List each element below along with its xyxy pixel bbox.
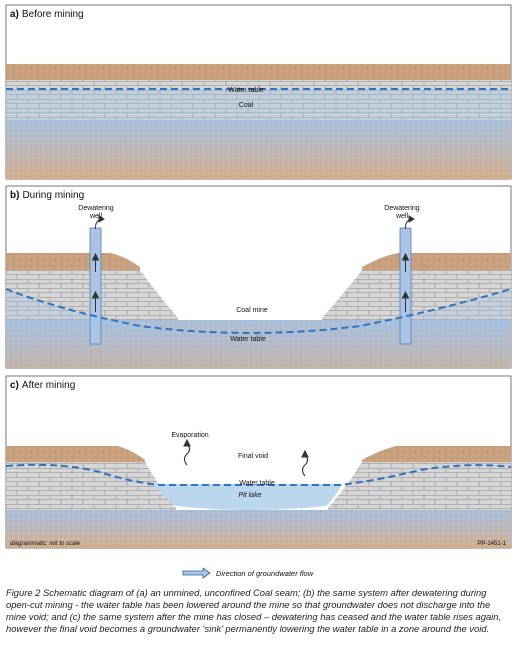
- panel-b-water-table-line: [6, 288, 511, 334]
- panel-b-letter: b): [10, 190, 19, 201]
- groundwater-flow-arrow-icon: [182, 567, 211, 579]
- panel-b-title: During mining: [22, 190, 84, 201]
- panel-b-well-right-label-2: well: [395, 213, 409, 220]
- panel-c-water-table-line: [6, 463, 511, 486]
- panel-b-well-left-arrows: [91, 215, 105, 312]
- panel-a-coal-label: Coal: [239, 102, 254, 109]
- panel-b-topsoil-right: [362, 253, 511, 270]
- panel-b-well-right-arrows: [401, 215, 415, 312]
- panel-c-final-void-label: Final void: [238, 453, 268, 460]
- legend-label: Direction of groundwater flow: [216, 569, 314, 578]
- panel-b: b)During mining Dewatering well Dewateri…: [5, 185, 512, 369]
- panel-b-well-left-label-1: Dewatering: [78, 205, 114, 212]
- figure-code: PP-1451-1: [477, 541, 506, 547]
- panel-a-title: Before mining: [22, 9, 84, 20]
- svg-text:a)Before mining: a)Before mining: [10, 9, 84, 20]
- panel-a-coal-seam: [6, 80, 511, 120]
- panel-a-saturated-zone: [6, 89, 511, 120]
- panel-c: c)After mining Evaporation Final void Wa…: [5, 375, 512, 549]
- panel-b-well-right: [399, 227, 412, 345]
- panel-c-topsoil-left: [6, 446, 145, 462]
- panel-b-coal-mine-label: Coal mine: [236, 307, 268, 314]
- panel-b-well-left: [89, 227, 102, 345]
- panel-b-well-left-label-2: well: [89, 213, 103, 220]
- panel-c-evaporation-arrow-left: [183, 438, 191, 466]
- panel-a-letter: a): [10, 9, 19, 20]
- panel-c-title: After mining: [22, 380, 75, 391]
- panel-a-water-table-label: Water table: [228, 87, 264, 94]
- figure-caption: Figure 2 Schematic diagram of (a) an unm…: [6, 587, 502, 634]
- panel-b-water-table-label: Water table: [230, 336, 266, 343]
- panel-c-pit-lake-label: Pit lake: [239, 492, 262, 499]
- panel-b-coal-right: [322, 270, 511, 320]
- panel-c-coal-left: [6, 462, 176, 510]
- scale-note: diagrammatic: not to scale: [10, 541, 81, 547]
- panel-b-topsoil-left: [6, 253, 140, 270]
- panel-a-topsoil: [6, 64, 511, 80]
- panel-c-letter: c): [10, 380, 19, 391]
- panel-b-well-right-label-1: Dewatering: [384, 205, 420, 212]
- panel-c-water-table-label: Water table: [239, 480, 275, 487]
- panel-c-coal-right: [328, 462, 511, 510]
- panel-c-evaporation-label: Evaporation: [171, 432, 208, 439]
- panel-c-topsoil-right: [362, 446, 511, 462]
- panel-a: a)Before mining Water table Coal: [5, 4, 512, 180]
- svg-text:c)After mining: c)After mining: [10, 380, 75, 391]
- legend: Direction of groundwater flow: [182, 567, 314, 579]
- panel-c-evaporation-arrow-right: [301, 449, 309, 477]
- panel-c-pit-lake: [153, 484, 342, 510]
- svg-text:b)During mining: b)During mining: [10, 190, 84, 201]
- panel-b-saturated-zone: [6, 289, 511, 368]
